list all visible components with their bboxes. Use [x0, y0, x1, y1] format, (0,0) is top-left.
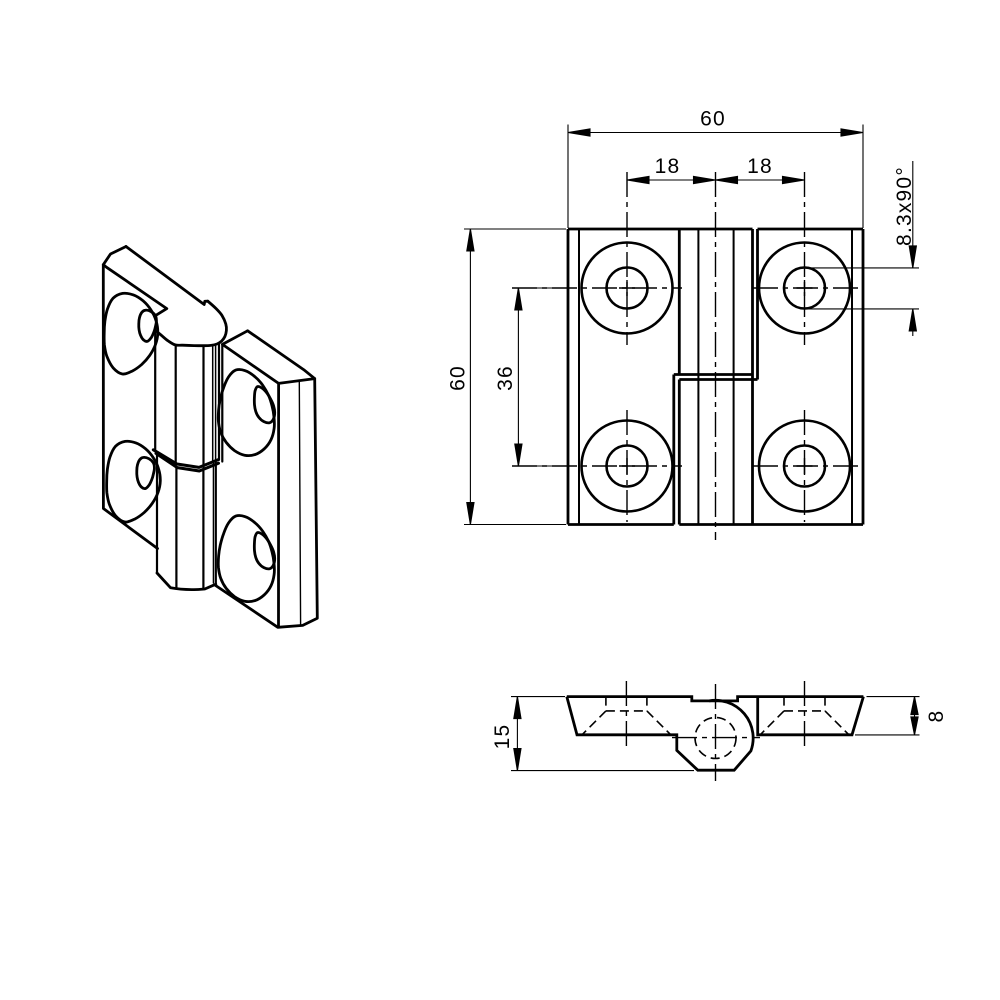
svg-text:18: 18	[747, 155, 773, 178]
svg-text:36: 36	[494, 365, 517, 391]
svg-text:18: 18	[655, 155, 681, 178]
svg-text:8.3x90°: 8.3x90°	[893, 166, 916, 246]
svg-text:60: 60	[700, 108, 726, 131]
svg-text:8: 8	[925, 710, 948, 723]
svg-text:60: 60	[446, 365, 469, 391]
svg-text:15: 15	[491, 724, 514, 750]
